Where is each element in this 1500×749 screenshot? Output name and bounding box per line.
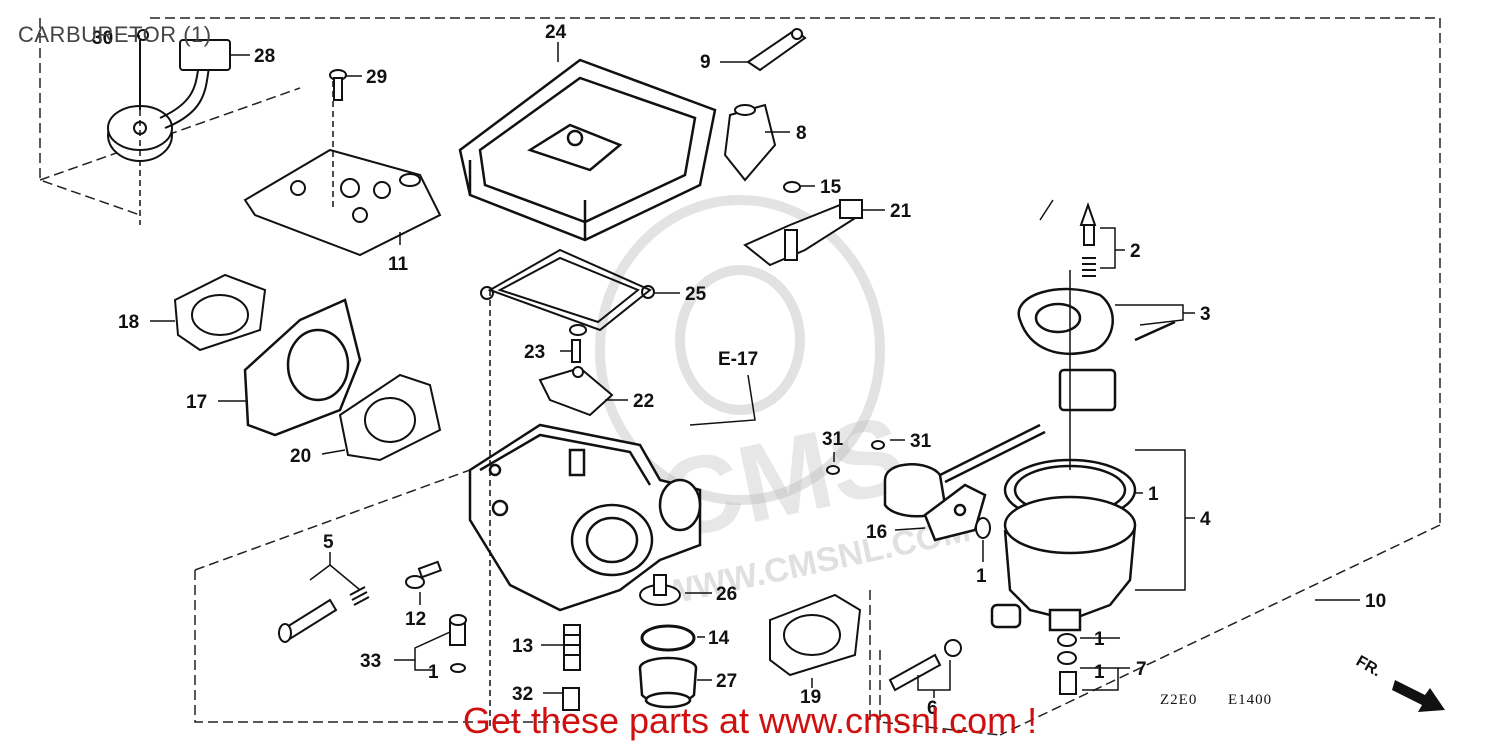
callout-21: 21 bbox=[890, 201, 912, 222]
diagram-code-left: Z2E0 bbox=[1160, 692, 1198, 708]
part-main-jet-26 bbox=[639, 574, 681, 606]
front-direction-label: FR. bbox=[1353, 653, 1384, 681]
part-arm-21 bbox=[743, 199, 863, 267]
callout-31b: 31 bbox=[910, 431, 932, 452]
callout-22: 22 bbox=[633, 391, 654, 412]
part-insulator-17 bbox=[243, 298, 362, 437]
part-gear-22 bbox=[538, 366, 614, 417]
part-float-bowl-4 bbox=[990, 458, 1137, 632]
part-jet-32 bbox=[562, 687, 580, 711]
reference-label: E-17 bbox=[718, 349, 758, 370]
callout-10: 10 bbox=[1365, 591, 1386, 612]
part-top-cover bbox=[458, 58, 717, 242]
callout-15: 15 bbox=[820, 177, 842, 198]
part-pin-23 bbox=[569, 324, 587, 363]
part-cover-plate bbox=[243, 148, 442, 257]
callout-14: 14 bbox=[708, 628, 730, 649]
part-oring-14 bbox=[640, 624, 696, 652]
diagram-code-right: E1400 bbox=[1228, 692, 1273, 708]
reference-leader bbox=[689, 374, 756, 426]
part-jet-33 bbox=[449, 614, 467, 673]
callout-5: 5 bbox=[323, 532, 334, 553]
assembly-frame bbox=[39, 17, 1441, 736]
callout-8: 8 bbox=[796, 123, 807, 144]
part-needle-valve-2 bbox=[1079, 201, 1097, 277]
part-drain-screw-7 bbox=[1057, 633, 1077, 695]
part-needle-jet-13 bbox=[563, 624, 581, 671]
callout-24: 24 bbox=[545, 22, 567, 43]
part-solenoid-16 bbox=[883, 368, 1117, 542]
callout-26: 26 bbox=[716, 584, 737, 605]
part-screw-6 bbox=[888, 639, 962, 692]
callout-1d: 1 bbox=[428, 662, 439, 683]
callout-7: 7 bbox=[1136, 659, 1147, 680]
callout-31a: 31 bbox=[822, 429, 844, 450]
part-gasket-18 bbox=[173, 273, 267, 352]
callout-28: 28 bbox=[254, 46, 275, 67]
callout-23: 23 bbox=[524, 342, 545, 363]
part-gasket-20 bbox=[338, 373, 442, 462]
callout-13: 13 bbox=[512, 636, 533, 657]
callout-19: 19 bbox=[800, 687, 821, 708]
callout-1a: 1 bbox=[1148, 484, 1159, 505]
callout-4: 4 bbox=[1200, 509, 1211, 530]
callout-20: 20 bbox=[290, 446, 311, 467]
part-float-3 bbox=[1017, 287, 1176, 355]
callout-11: 11 bbox=[388, 254, 409, 275]
footer-cta-link[interactable]: Get these parts at www.cmsnl.com ! bbox=[462, 700, 1038, 741]
callout-1b: 1 bbox=[976, 566, 987, 587]
callout-1e: 1 bbox=[1094, 662, 1105, 683]
part-lever-8 bbox=[723, 103, 777, 182]
page-title: CARBURETOR (1) bbox=[18, 22, 212, 47]
callout-17: 17 bbox=[186, 392, 207, 413]
callout-3: 3 bbox=[1200, 304, 1211, 325]
callout-33: 33 bbox=[360, 651, 381, 672]
part-linkage-9 bbox=[746, 28, 807, 72]
callout-32: 32 bbox=[512, 684, 533, 705]
part-screws-31 bbox=[826, 440, 885, 475]
part-drain-bolt-27 bbox=[638, 656, 698, 709]
callout-6: 6 bbox=[927, 698, 938, 719]
callout-16: 16 bbox=[866, 522, 887, 543]
part-washer-15 bbox=[783, 181, 801, 193]
part-screw-29 bbox=[329, 69, 347, 101]
part-sensor-assembly bbox=[107, 29, 231, 162]
part-gasket-25 bbox=[480, 248, 655, 332]
part-pilot-screw-5 bbox=[278, 586, 370, 643]
callout-25: 25 bbox=[685, 284, 707, 305]
callout-27: 27 bbox=[716, 671, 737, 692]
watermark-logo bbox=[595, 195, 885, 505]
part-screw-12 bbox=[405, 560, 443, 589]
callout-18: 18 bbox=[118, 312, 139, 333]
leader-lines bbox=[128, 35, 1360, 730]
part-gasket-19 bbox=[769, 593, 862, 677]
callout-30: 30 bbox=[92, 28, 113, 49]
callout-12: 12 bbox=[405, 609, 426, 630]
part-carburetor-body bbox=[468, 423, 702, 612]
callout-29: 29 bbox=[366, 67, 387, 88]
callout-1c: 1 bbox=[1094, 629, 1105, 650]
part-oring-1b bbox=[975, 517, 991, 539]
callout-labels: 30 28 29 24 9 8 15 21 11 2 3 18 25 23 17… bbox=[92, 22, 1386, 719]
callout-9: 9 bbox=[700, 52, 711, 73]
callout-2: 2 bbox=[1130, 241, 1141, 262]
